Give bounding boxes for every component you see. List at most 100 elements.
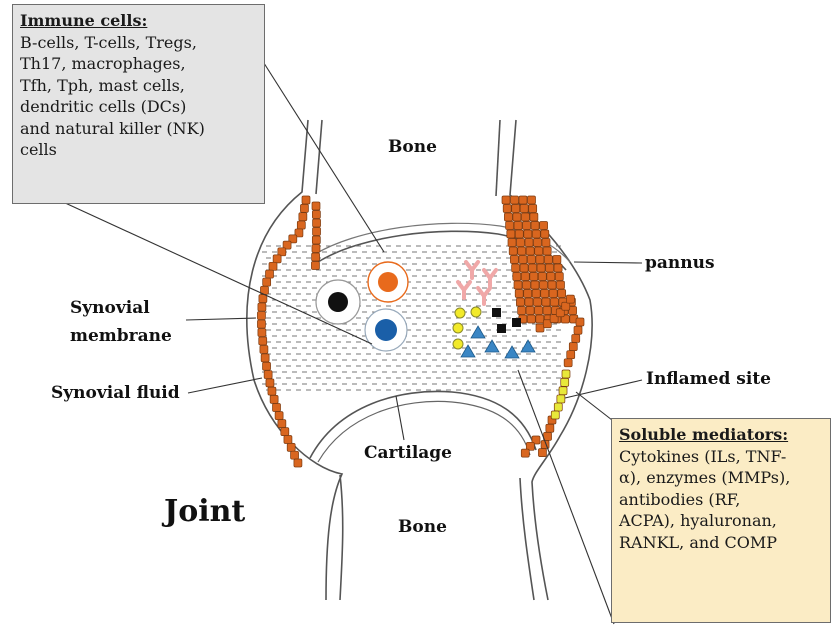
- synovial-block: [263, 278, 271, 286]
- pannus-block: [527, 315, 535, 323]
- pannus-block: [547, 273, 555, 281]
- pannus-block: [507, 230, 515, 238]
- pannus-block: [538, 273, 546, 281]
- pannus-block: [511, 196, 519, 204]
- pannus-block: [557, 281, 565, 289]
- bone-bottom-right-edge: [520, 478, 534, 600]
- immune-cells-list: B-cells, T-cells, Tregs, Th17, macrophag…: [20, 32, 257, 161]
- synovial-block: [264, 371, 272, 379]
- pannus-block: [509, 247, 517, 255]
- synovial-block: [302, 196, 310, 204]
- pannus-block: [523, 281, 531, 289]
- synovial-block: [312, 253, 320, 261]
- synovial-membrane-label: Synovial membrane: [70, 294, 172, 350]
- pannus-block: [536, 315, 544, 323]
- pannus-block: [530, 273, 538, 281]
- synovial-block: [258, 303, 266, 311]
- pannus-block: [543, 307, 551, 315]
- pannus-block: [524, 230, 532, 238]
- pannus-block: [532, 290, 540, 298]
- pannus-block: [524, 290, 532, 298]
- pannus-block: [518, 307, 526, 315]
- pannus-block: [515, 230, 523, 238]
- pannus-block: [546, 264, 554, 272]
- pannus-block: [510, 256, 518, 264]
- synovial-block: [261, 354, 269, 362]
- synovial-block: [521, 449, 529, 457]
- synovial-block: [312, 236, 320, 244]
- pannus-block: [529, 205, 537, 213]
- pannus-block: [541, 290, 549, 298]
- synovial-block: [311, 261, 319, 269]
- pannus-block: [537, 264, 545, 272]
- pannus-block: [508, 239, 516, 247]
- pannus-block: [514, 222, 522, 230]
- pannus-block: [555, 273, 563, 281]
- synovial-block: [259, 295, 267, 303]
- pannus-block: [525, 298, 533, 306]
- pannus-block: [549, 290, 557, 298]
- synovial-block: [268, 387, 276, 395]
- immune-cells-box: Immune cells: B-cells, T-cells, Tregs, T…: [12, 4, 265, 204]
- synovial-block: [297, 221, 305, 229]
- synovial-block: [260, 345, 268, 353]
- b-cell-icon: [365, 309, 407, 351]
- synovial-block: [284, 436, 292, 444]
- pannus-block: [516, 298, 524, 306]
- synovial-membrane-blocks-left: [257, 196, 320, 467]
- pannus-block: [512, 205, 520, 213]
- pannus-block: [506, 222, 514, 230]
- synovial-block: [266, 379, 274, 387]
- synovial-block: [538, 449, 546, 457]
- bone-top-label: Bone: [388, 137, 437, 157]
- pannus-block: [526, 307, 534, 315]
- synovial-block: [567, 351, 575, 359]
- synovial-block: [300, 204, 308, 212]
- pannus-block: [536, 324, 544, 332]
- pannus-block: [548, 281, 556, 289]
- synovial-block: [258, 329, 266, 337]
- inflamed-site-blocks: [551, 370, 570, 419]
- inflamed-block: [551, 411, 559, 419]
- pannus-block: [528, 196, 536, 204]
- joint-label: Joint: [164, 494, 245, 530]
- pannus-block: [515, 290, 523, 298]
- synovial-block: [313, 219, 321, 227]
- pannus-block: [540, 222, 548, 230]
- synovial-block: [266, 270, 274, 278]
- synovial-block: [287, 443, 295, 451]
- pannus-block: [554, 264, 562, 272]
- pannus-block: [527, 256, 535, 264]
- inflamed-block: [562, 370, 570, 378]
- soluble-mediators-heading: Soluble mediators:: [619, 424, 823, 446]
- synovial-block: [569, 343, 577, 351]
- pannus-block: [553, 256, 561, 264]
- bone-bottom-label: Bone: [398, 517, 447, 537]
- bone-top-left-edge: [316, 120, 322, 194]
- pannus-block: [521, 213, 529, 221]
- synovial-block: [312, 202, 320, 210]
- synovial-block: [313, 227, 321, 235]
- pannus-block: [531, 281, 539, 289]
- pannus-block: [519, 196, 527, 204]
- inflamed-block: [557, 395, 565, 403]
- immune-cells-heading: Immune cells:: [20, 10, 257, 32]
- pannus-block: [503, 205, 511, 213]
- pannus-block: [566, 295, 574, 303]
- pannus-block: [520, 205, 528, 213]
- synovial-block: [259, 337, 267, 345]
- pannus-block: [542, 239, 550, 247]
- macrophage-cell-icon: [368, 262, 408, 302]
- inflamed-block: [554, 403, 562, 411]
- pannus-block: [518, 247, 526, 255]
- synovial-block: [572, 334, 580, 342]
- t-cell-icon: [316, 280, 360, 324]
- synovial-block: [269, 262, 277, 270]
- synovial-block: [546, 424, 554, 432]
- synovial-block: [312, 210, 320, 218]
- pannus-block: [517, 239, 525, 247]
- pannus-block: [542, 298, 550, 306]
- synovial-block: [281, 428, 289, 436]
- pannus-block: [512, 264, 520, 272]
